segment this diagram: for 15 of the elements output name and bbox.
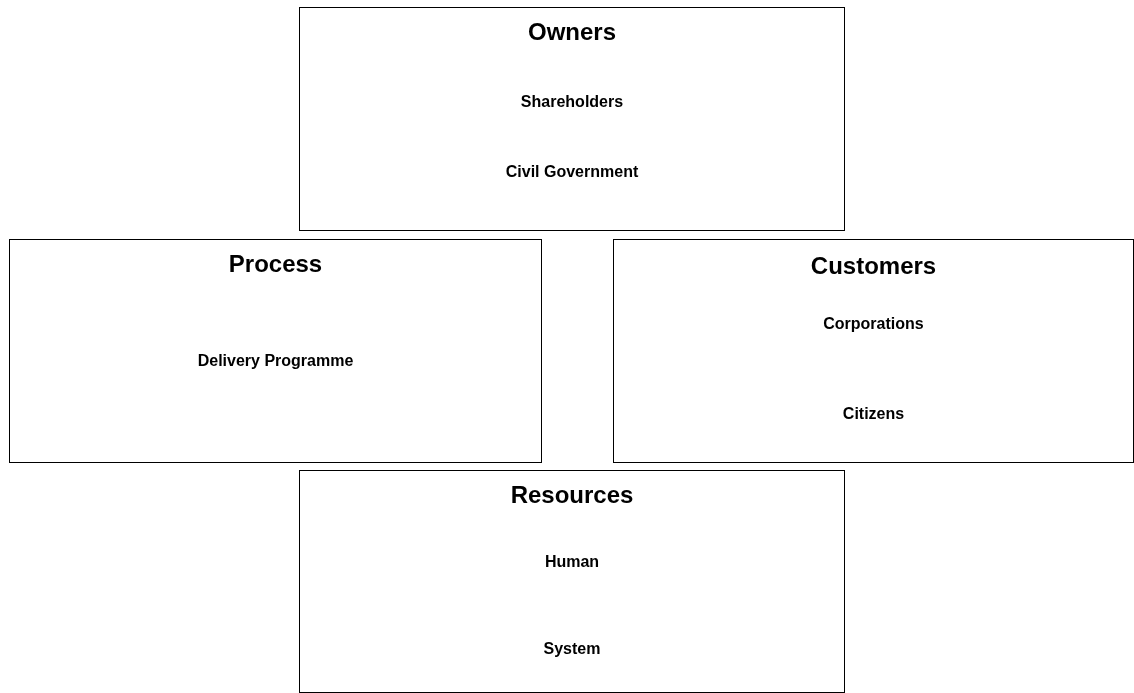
category-box bbox=[613, 239, 1134, 463]
box-heading: Customers bbox=[809, 252, 938, 280]
category-box bbox=[299, 470, 845, 693]
box-heading: Resources bbox=[509, 481, 635, 509]
item-text: Shareholders bbox=[519, 93, 625, 111]
item-text: System bbox=[542, 640, 602, 658]
item-text: Human bbox=[543, 553, 601, 571]
item-text: Delivery Programme bbox=[196, 352, 355, 370]
box-heading: Owners bbox=[527, 18, 617, 46]
item-text: Corporations bbox=[822, 315, 925, 333]
item-text: Civil Government bbox=[504, 163, 640, 181]
category-box bbox=[299, 7, 845, 231]
category-box bbox=[9, 239, 542, 463]
box-heading: Process bbox=[227, 250, 324, 278]
item-text: Citizens bbox=[841, 405, 906, 423]
